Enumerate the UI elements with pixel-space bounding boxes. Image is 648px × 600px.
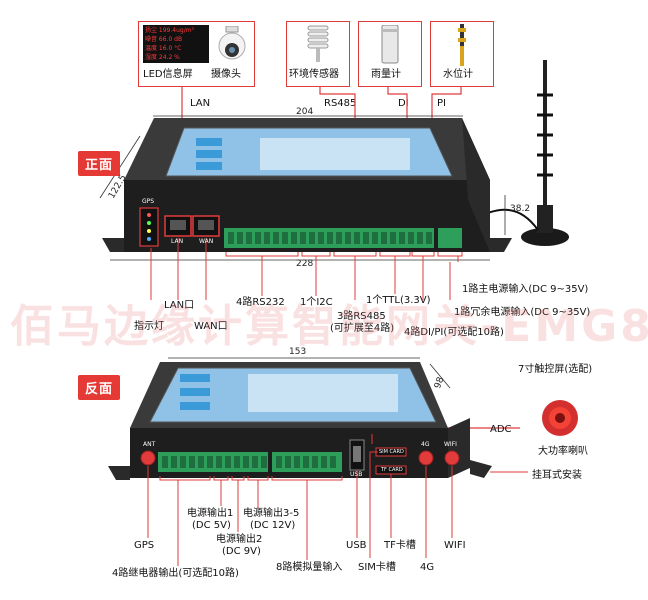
port-wan-label: WAN <box>199 238 214 245</box>
callout-analog: 8路模拟量输入 <box>276 562 343 573</box>
callout-power3: 电源输出3-5 <box>243 508 300 519</box>
device-led-screen: 扬尘 199.4ug/m³ 噪音 66.0 dB 温度 16.0 °C 湿度 2… <box>138 21 255 87</box>
callout-sim: SIM卡槽 <box>358 562 396 573</box>
callout-dipi: 4路DI/PI(可选配10路) <box>404 327 504 338</box>
front-badge: 正面 <box>78 151 121 176</box>
port-wifi-label: WIFI <box>444 441 457 448</box>
led-screen-display: 扬尘 199.4ug/m³ 噪音 66.0 dB 温度 16.0 °C 湿度 2… <box>143 25 209 63</box>
callout-backup-power: 1路冗余电源输入(DC 9~35V) <box>454 307 591 318</box>
dimension-width-bottom: 153 <box>289 347 307 357</box>
callout-4g: 4G <box>420 562 435 573</box>
bus-label-rs485: RS485 <box>324 98 357 109</box>
led-screen-label: LED信息屏 <box>143 69 193 80</box>
dimension-height-top: 38.2 <box>510 204 531 214</box>
callout-relay: 4路继电器输出(可选配10路) <box>112 568 239 579</box>
callout-adc: ADC <box>490 424 512 435</box>
port-gps-label: GPS <box>142 198 155 205</box>
callout-touch-screen: 7寸触控屏(选配) <box>518 364 593 375</box>
led-line: 温度 16.0 °C <box>145 45 182 52</box>
port-ant-label: ANT <box>143 441 156 448</box>
speaker-icon <box>542 400 578 436</box>
water-level-icon <box>458 24 466 66</box>
device-water-level: 水位计 <box>430 21 494 87</box>
port-sim-label: SIM CARD <box>379 449 404 455</box>
port-tf-label: TF CARD <box>381 467 403 473</box>
port-4g-label: 4G <box>421 441 430 448</box>
callout-power2: 电源输出2 <box>216 534 263 545</box>
env-sensor-label: 环境传感器 <box>289 69 339 80</box>
led-line: 噪音 66.0 dB <box>145 36 183 43</box>
callout-power2-spec: (DC 9V) <box>222 546 261 557</box>
callout-rs485-note: (可扩展至4路) <box>330 323 395 334</box>
callout-rs485: 3路RS485 <box>337 311 386 322</box>
dimension-width-top: 204 <box>296 107 314 117</box>
callout-indicator: 指示灯 <box>134 321 164 332</box>
gateway-front-view <box>99 86 512 300</box>
port-usb-label: USB <box>350 471 363 478</box>
device-rain-gauge: 雨量计 <box>358 21 422 87</box>
water-level-label: 水位计 <box>443 69 473 80</box>
dimension-bottom-top: 228 <box>296 259 314 269</box>
back-badge: 反面 <box>78 375 121 400</box>
gateway-back-view <box>108 357 528 566</box>
led-line: 扬尘 199.4ug/m³ <box>145 27 194 34</box>
callout-wifi: WIFI <box>444 540 466 551</box>
port-lan-label: LAN <box>171 238 184 245</box>
bus-label-di: DI <box>398 98 409 109</box>
callout-ear-mount: 挂耳式安装 <box>532 470 582 481</box>
callout-speaker: 大功率喇叭 <box>538 446 588 457</box>
callout-tf: TF卡槽 <box>384 540 416 551</box>
callout-usb: USB <box>346 540 367 551</box>
callout-lan-port: LAN口 <box>164 300 195 311</box>
callout-wan-port: WAN口 <box>194 321 228 332</box>
rain-gauge-icon <box>381 25 399 64</box>
callout-power3-spec: (DC 12V) <box>250 520 296 531</box>
led-line: 湿度 24.2 % <box>145 54 180 61</box>
callout-ttl: 1个TTL(3.3V) <box>366 295 431 306</box>
callout-main-power: 1路主电源输入(DC 9~35V) <box>462 284 589 295</box>
env-sensor-icon <box>307 25 329 62</box>
rain-gauge-label: 雨量计 <box>371 69 401 80</box>
callout-i2c: 1个I2C <box>300 297 333 308</box>
callout-power1: 电源输出1 <box>187 508 234 519</box>
watermark: 佰马边缘计算智能网关-EMG800 <box>10 301 648 352</box>
callout-power1-spec: (DC 5V) <box>192 520 231 531</box>
antenna-icon <box>521 60 569 246</box>
camera-icon <box>218 26 246 60</box>
bus-label-lan: LAN <box>190 98 211 109</box>
device-env-sensor: 环境传感器 <box>286 21 350 87</box>
callout-gps: GPS <box>134 540 155 551</box>
callout-rs232: 4路RS232 <box>236 297 285 308</box>
bus-label-pi: PI <box>437 98 446 109</box>
camera-label: 摄像头 <box>211 69 241 80</box>
